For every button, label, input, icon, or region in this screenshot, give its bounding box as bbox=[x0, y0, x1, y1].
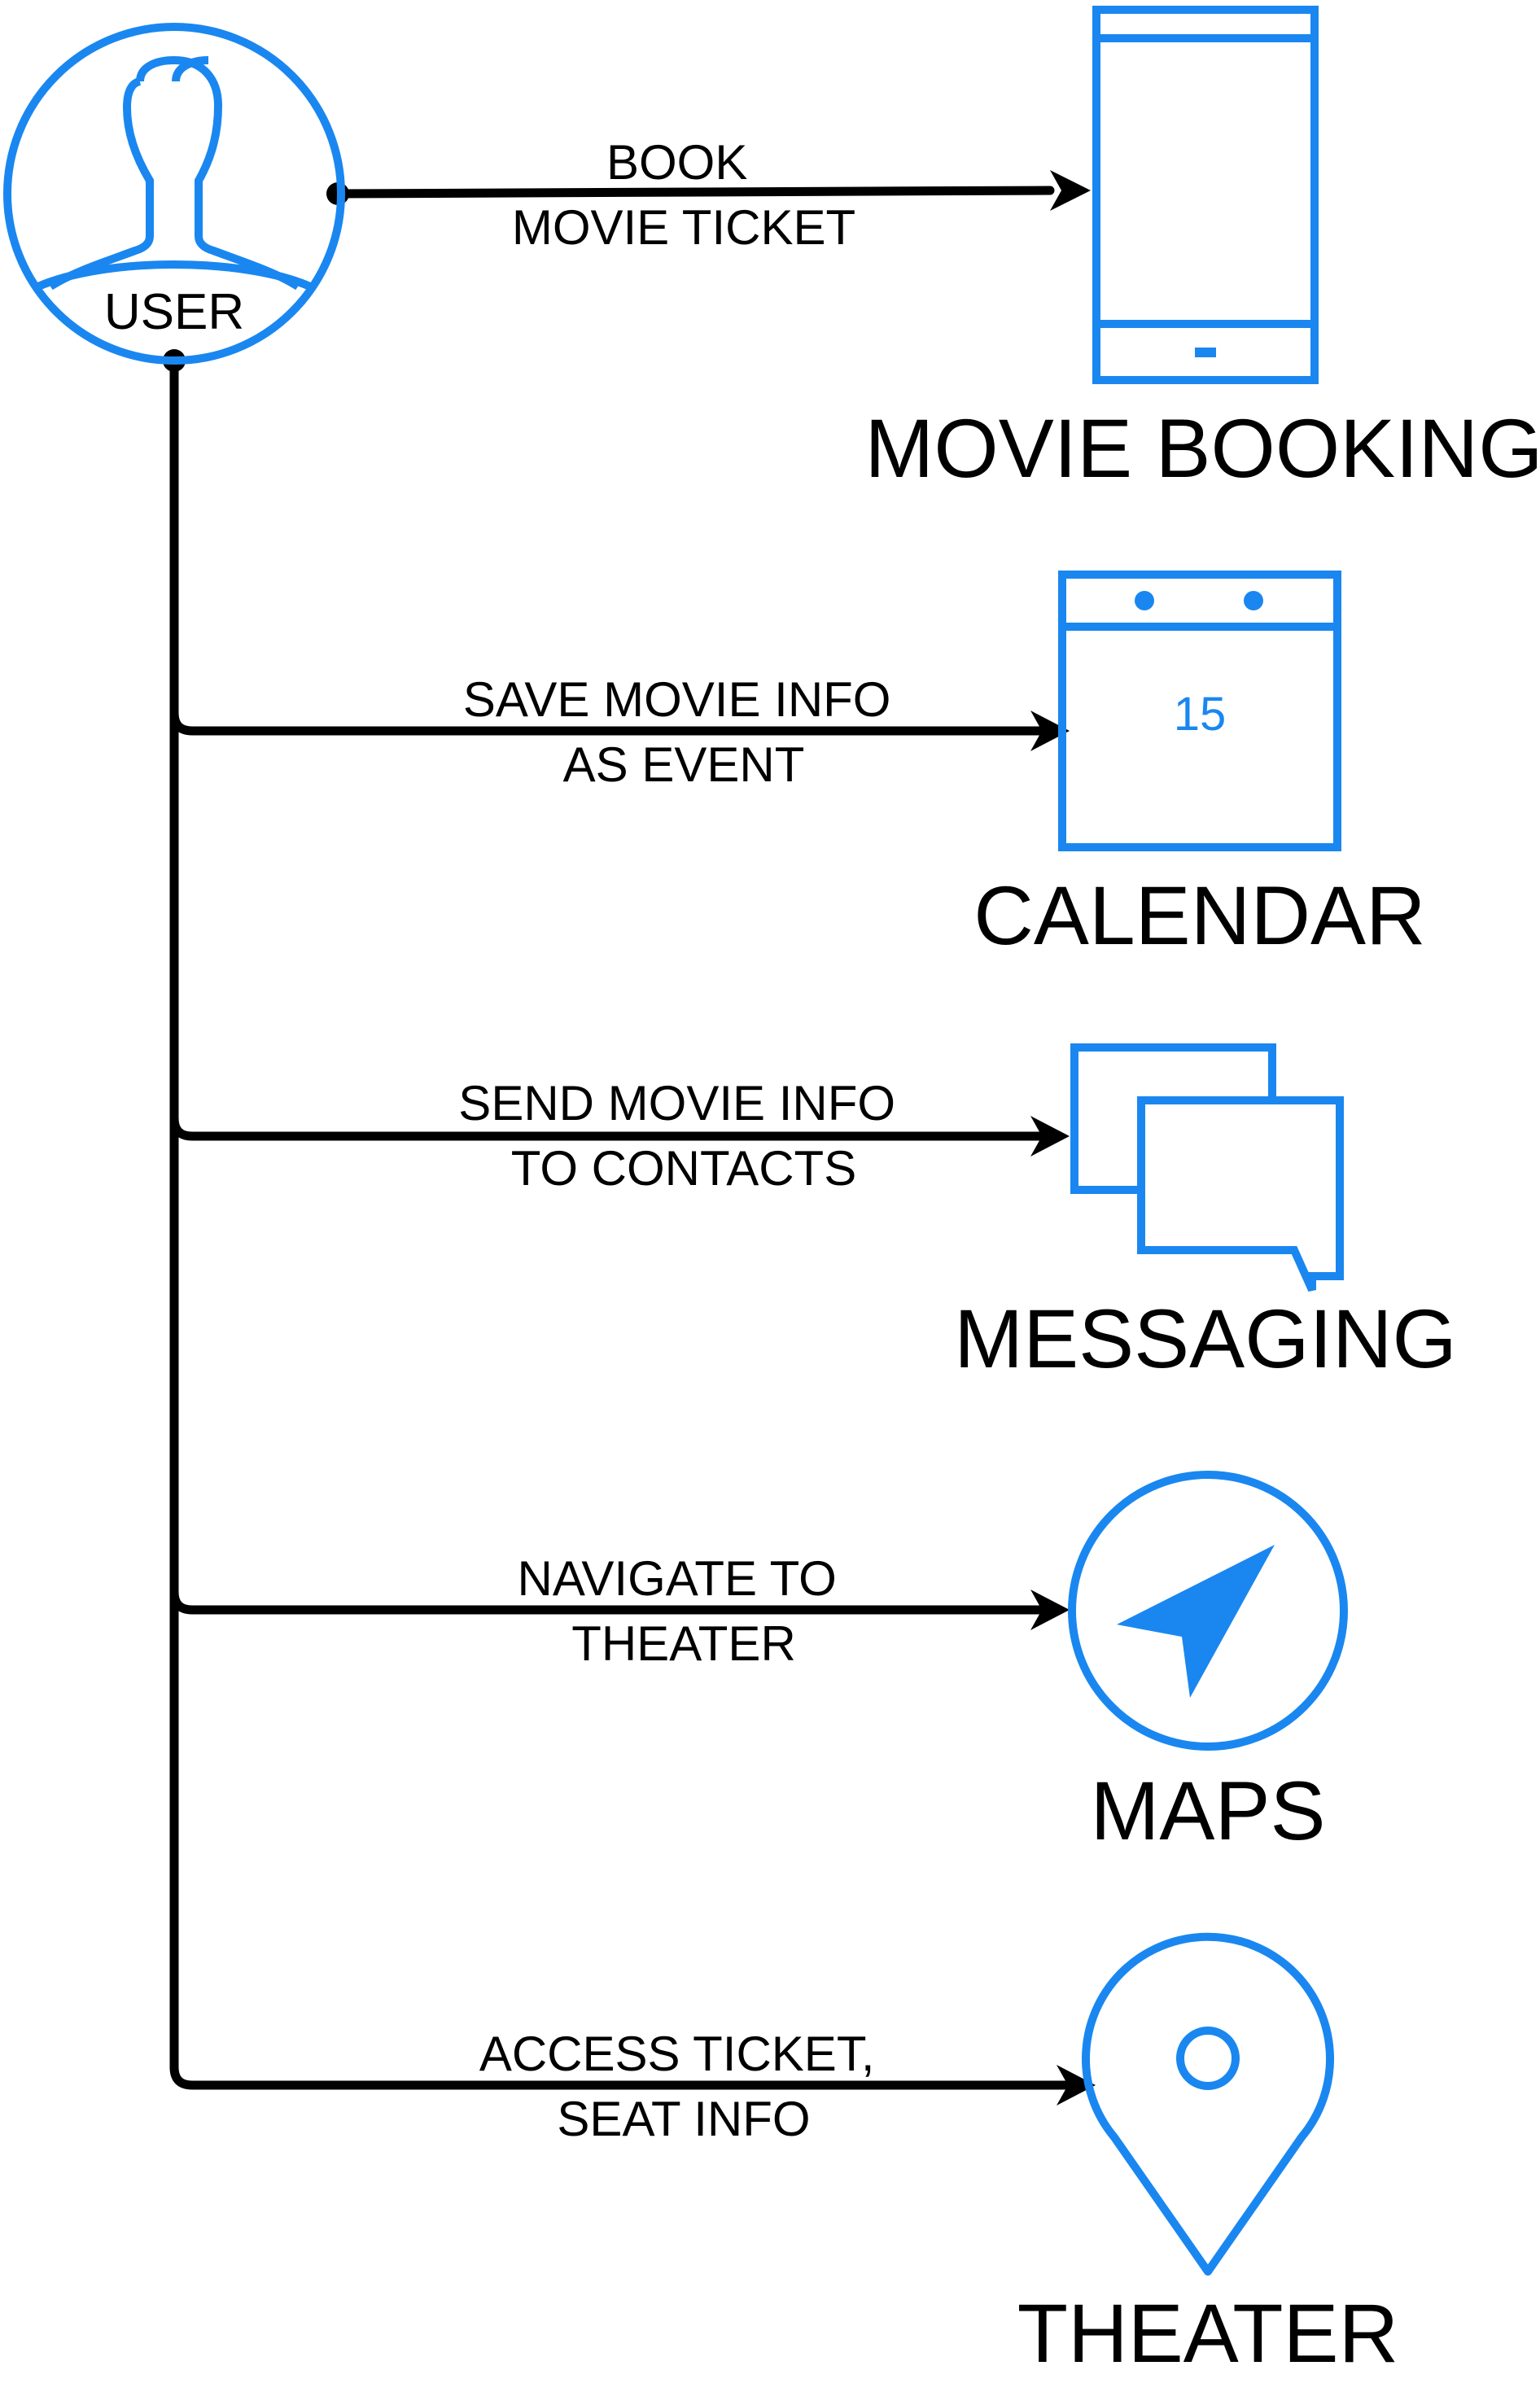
navigation-arrow-icon bbox=[1068, 1471, 1348, 1751]
node-label-calendar: CALENDAR bbox=[973, 869, 1425, 962]
node-maps[interactable]: MAPS bbox=[1068, 1471, 1348, 1857]
arrowheads bbox=[1030, 170, 1096, 2106]
node-movie-booking[interactable]: MOVIE BOOKING bbox=[864, 6, 1540, 495]
calendar-ring-dot bbox=[1135, 591, 1154, 610]
edge-label-line: AS EVENT bbox=[563, 737, 805, 792]
map-pin-icon bbox=[1082, 1932, 1334, 2276]
node-messaging[interactable]: MESSAGING bbox=[954, 1043, 1457, 1385]
edge-label-movie-booking: BOOK MOVIE TICKET bbox=[512, 135, 855, 255]
edge-line-calendar bbox=[169, 708, 1053, 736]
node-calendar[interactable]: 15 CALENDAR bbox=[973, 571, 1426, 962]
user-node[interactable]: USER bbox=[3, 23, 345, 365]
edge-label-line: SEAT INFO bbox=[557, 2092, 810, 2146]
node-label-messaging: MESSAGING bbox=[954, 1292, 1457, 1385]
calendar-ring-dot bbox=[1244, 591, 1263, 610]
edge-line-movie-booking bbox=[333, 186, 1055, 199]
trunk-line bbox=[169, 356, 1071, 2090]
node-label-movie-booking: MOVIE BOOKING bbox=[864, 402, 1540, 495]
edge-label-line: SAVE MOVIE INFO bbox=[463, 672, 891, 727]
arrowhead-theater bbox=[1057, 2065, 1096, 2106]
calendar-day-number: 15 bbox=[1174, 688, 1227, 741]
edge-label-line: BOOK bbox=[606, 135, 747, 190]
user-icon bbox=[3, 23, 345, 365]
arrowhead-messaging bbox=[1030, 1116, 1070, 1157]
edge-label-theater: ACCESS TICKET, SEAT INFO bbox=[479, 2027, 888, 2146]
edge-label-line: SEND MOVIE INFO bbox=[458, 1076, 895, 1130]
arrowhead-calendar bbox=[1030, 711, 1070, 751]
edge-label-line: ACCESS TICKET, bbox=[479, 2027, 875, 2081]
edge-labels: BOOK MOVIE TICKET SAVE MOVIE INFO AS EVE… bbox=[458, 135, 908, 2146]
arrowhead-movie-booking bbox=[1050, 170, 1091, 211]
edge-label-calendar: SAVE MOVIE INFO AS EVENT bbox=[463, 672, 904, 792]
edge-line-maps bbox=[169, 1587, 1053, 1615]
node-theater[interactable]: THEATER bbox=[1017, 1932, 1398, 2380]
edge-label-line: TO CONTACTS bbox=[511, 1141, 856, 1196]
edge-label-line: THEATER bbox=[571, 1616, 796, 1671]
mobile-phone-icon bbox=[1092, 6, 1319, 384]
connectors bbox=[169, 186, 1071, 2090]
edge-label-line: NAVIGATE TO bbox=[518, 1551, 837, 1606]
node-label-maps: MAPS bbox=[1090, 1764, 1325, 1857]
edge-label-messaging: SEND MOVIE INFO TO CONTACTS bbox=[458, 1076, 908, 1196]
user-label: USER bbox=[104, 284, 244, 340]
arrowhead-maps bbox=[1030, 1590, 1070, 1630]
edge-label-maps: NAVIGATE TO THEATER bbox=[518, 1551, 851, 1671]
edge-label-line: MOVIE TICKET bbox=[512, 200, 855, 255]
chat-bubbles-icon bbox=[1070, 1043, 1344, 1292]
calendar-icon: 15 bbox=[1058, 571, 1341, 851]
node-label-theater: THEATER bbox=[1017, 2287, 1398, 2380]
edge-line-messaging bbox=[169, 1113, 1053, 1141]
